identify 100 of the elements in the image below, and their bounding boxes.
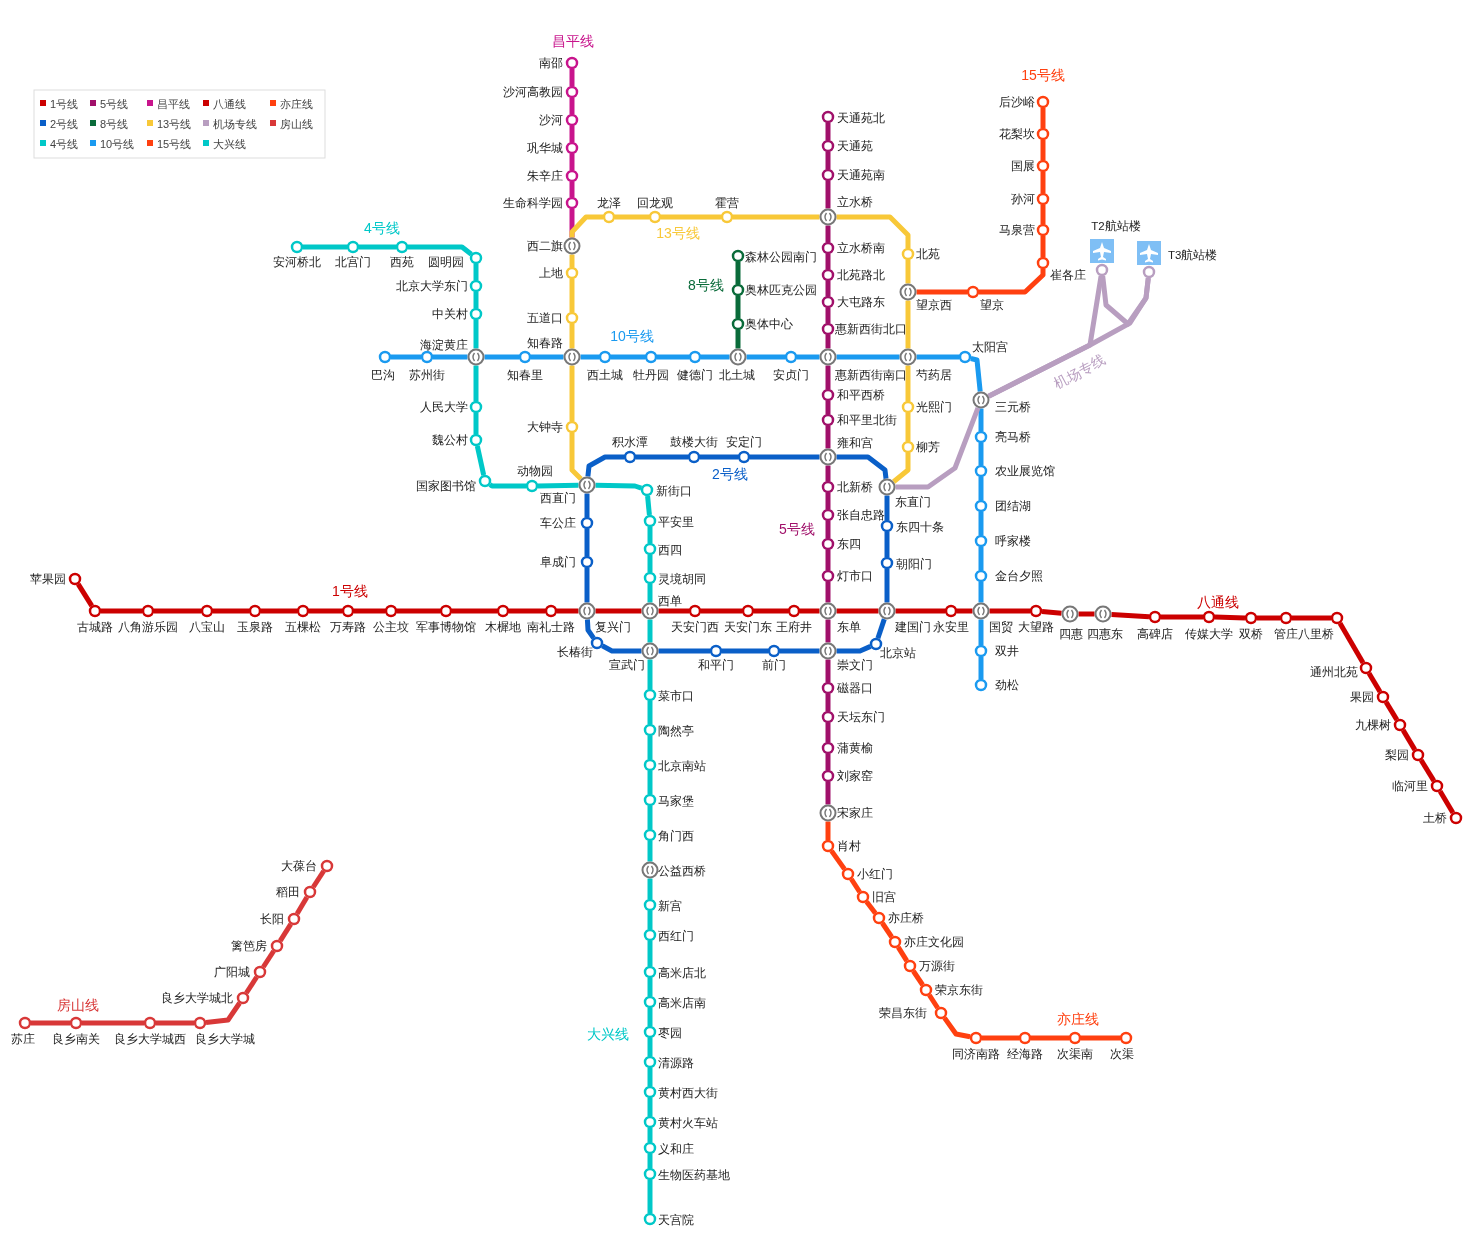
metro-line [156,1020,194,1026]
metro-line [261,949,276,969]
line-name: 昌平线 [552,33,594,49]
station-name: 公益西桥 [658,865,706,877]
station-name: 双桥 [1239,628,1263,640]
station-name: 同济南路 [952,1048,1000,1060]
station-name: 菜市口 [658,690,694,702]
station-name: 太阳宫 [972,341,1008,353]
metro-line [905,300,911,349]
metro-line [1031,1035,1069,1041]
station-name: 望京西 [916,299,952,311]
metro-line [647,555,653,572]
station-name: 北土城 [719,369,755,381]
station-name: 良乡大学城 [195,1033,255,1045]
station-name: 农业展览馆 [995,465,1055,477]
metro-line [595,608,642,614]
station-name: 西四 [658,544,682,556]
station-name: 惠新西街北口 [835,323,907,335]
station-name: 知春路 [527,337,563,349]
station-name: 朝阳门 [896,558,932,570]
metro-line [895,608,945,614]
station-name: 公主坟 [373,621,409,633]
station-name: 花梨坎 [999,128,1035,140]
station-name: 天通苑北 [837,112,885,124]
metro-line [982,1035,1019,1041]
station-name: 上地 [539,267,563,279]
station-name: 朱辛庄 [527,170,563,182]
station-name: 惠新西街南口 [835,369,907,381]
legend-label: 昌平线 [157,98,190,110]
metro-line [205,1001,242,1025]
metro-line [875,618,887,640]
station-name: 五棵松 [285,621,321,633]
line-name: 大兴线 [587,1026,629,1042]
line-name: 15号线 [1021,67,1065,83]
metro-line [978,477,984,500]
metro-line [647,1128,653,1142]
station-name: 呼家楼 [995,535,1031,547]
station-name: 肖村 [837,840,861,852]
metro-line [825,401,831,414]
station-name: 积水潭 [612,436,648,448]
station-name: 芍药居 [916,369,952,381]
metro-line [1161,614,1203,620]
station-name: 建国门 [895,621,931,633]
station-name: 果园 [1350,691,1374,703]
metro-line [1040,236,1046,257]
station-name: 小红门 [857,868,893,880]
metro-line [1437,789,1456,815]
station-name: 枣园 [658,1027,682,1039]
metro-line [452,608,497,614]
station-name: 刘家窑 [837,770,873,782]
station-name: 黄村西大街 [658,1087,718,1099]
metro-line [884,532,890,557]
metro-line [509,608,545,614]
metro-line [864,900,878,915]
station-name: 亦庄桥 [888,912,924,924]
metro-line [294,895,310,916]
metro-line [647,806,653,829]
metro-line [978,443,984,465]
metro-line [484,354,519,360]
station-name: 西苑 [390,256,414,268]
metro-line [569,324,575,349]
station-name: 鼓楼大街 [670,436,718,448]
metro-line [101,608,142,614]
terminal-name: T2航站楼 [1091,220,1141,232]
metro-line [569,433,583,481]
station-name: 和平里北街 [837,414,897,426]
metro-line [970,356,983,392]
metro-line [978,619,984,645]
station-name: 高米店南 [658,997,706,1009]
legend-label: 1号线 [50,98,79,110]
metro-line [825,254,831,269]
station-name: 清源路 [658,1057,694,1069]
line-name: 八通线 [1197,594,1239,610]
metro-line [213,608,249,614]
metro-line [927,993,940,1010]
station-name: 国贸 [989,621,1013,633]
metro-line [825,465,831,481]
station-name: 南礼士路 [527,621,575,633]
station-name: 古城路 [77,621,113,633]
station-name: 天安门西 [671,621,719,633]
metro-line [825,281,831,296]
station-name: 北宫门 [335,256,371,268]
metro-line [658,608,689,614]
legend-label: 4号线 [50,138,79,150]
metro-line [647,878,653,899]
station-name: 蒲黄榆 [837,742,873,754]
metro-line [733,214,820,220]
station-name: 义和庄 [658,1143,694,1155]
metro-line [611,354,645,360]
metro-line [1040,108,1046,128]
metro-line [661,214,721,220]
station-name: 后沙峪 [999,96,1035,108]
metro-line [746,354,785,360]
station-name: 磁器口 [837,682,873,694]
metro-line [473,264,479,280]
station-name: 大葆台 [281,860,317,872]
metro-line [647,1038,653,1056]
station-name: 奥林匹克公园 [745,284,817,296]
station-name: 黄村火车站 [658,1117,718,1129]
station-name: 沙河高教园 [503,86,563,98]
